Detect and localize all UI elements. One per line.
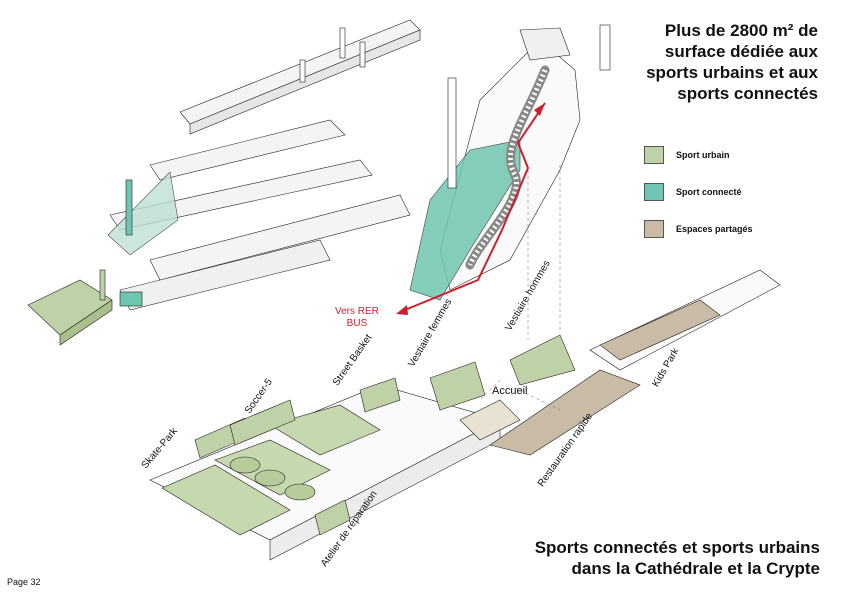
crypt-lower: [149, 269, 781, 561]
legend-item-espaces-partages: Espaces partagés: [644, 210, 753, 247]
headline-top: Plus de 2800 m² de surface dédiée aux sp…: [588, 20, 818, 104]
guide-lines: [479, 165, 561, 411]
route-label: Vers RER BUS: [335, 306, 379, 330]
legend: Sport urbain Sport connecté Espaces part…: [644, 136, 753, 247]
headline-top-line: sports connectés: [677, 84, 818, 103]
legend-label: Sport urbain: [676, 149, 730, 160]
overview-axonometric: [27, 19, 421, 346]
legend-item-sport-urbain: Sport urbain: [644, 136, 753, 173]
page-number: Page 32: [7, 577, 41, 587]
legend-swatch: [644, 145, 664, 164]
headline-top-line: Plus de 2800 m² de: [664, 21, 818, 40]
legend-label: Sport connecté: [676, 186, 742, 197]
headline-top-line: sports urbains et aux: [646, 63, 818, 82]
headline-bottom: Sports connectés et sports urbains dans …: [440, 537, 820, 579]
route-label-line2: BUS: [346, 318, 368, 329]
zone-label-accueil: Accueil: [492, 385, 528, 397]
legend-item-sport-connecte: Sport connecté: [644, 173, 753, 210]
cathedral-upper: [409, 24, 611, 301]
legend-swatch: [644, 182, 664, 201]
headline-top-line: surface dédiée aux: [664, 42, 818, 61]
legend-swatch: [644, 219, 664, 238]
legend-label: Espaces partagés: [676, 223, 753, 234]
headline-bottom-line: dans la Cathédrale et la Crypte: [571, 559, 820, 578]
route-label-line1: Vers RER: [335, 306, 379, 317]
route-arrow: [396, 102, 546, 315]
headline-bottom-line: Sports connectés et sports urbains: [534, 538, 820, 557]
